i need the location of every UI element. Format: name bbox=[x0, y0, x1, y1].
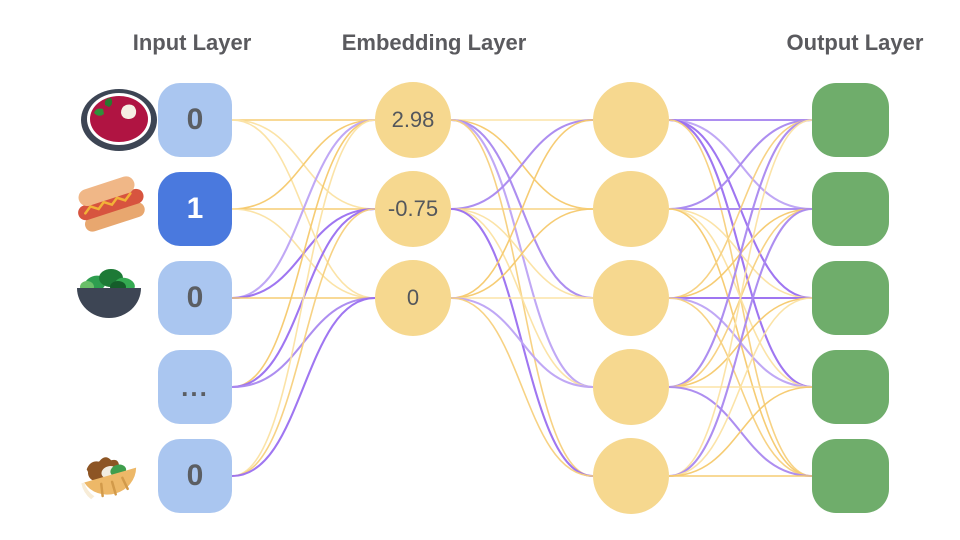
input-node-value: 0 bbox=[186, 103, 204, 136]
output-layer-title: Output Layer bbox=[786, 30, 924, 55]
edge bbox=[231, 296, 376, 478]
input-node-value: 0 bbox=[186, 281, 204, 314]
input-node-value: ... bbox=[181, 371, 209, 402]
edge bbox=[668, 297, 813, 477]
embedding-node: 2.98 bbox=[375, 82, 451, 158]
edge bbox=[231, 118, 376, 300]
edge bbox=[668, 118, 813, 211]
edge bbox=[231, 119, 376, 210]
edge bbox=[668, 119, 813, 299]
borscht-bowl-icon bbox=[81, 89, 157, 151]
hidden-node bbox=[593, 260, 669, 336]
input-node: 0 bbox=[158, 83, 232, 157]
output-node bbox=[812, 261, 889, 335]
edge bbox=[231, 208, 376, 477]
edge bbox=[450, 297, 594, 477]
hidden-node bbox=[593, 82, 669, 158]
embedding-node-value: 2.98 bbox=[391, 107, 435, 132]
input-node-active: 1 bbox=[158, 172, 232, 246]
edge bbox=[450, 296, 594, 389]
input-node-value: 0 bbox=[186, 459, 204, 492]
output-node bbox=[812, 439, 889, 513]
edge bbox=[231, 119, 376, 388]
embedding-node: 0 bbox=[375, 260, 451, 336]
input-node-value: 1 bbox=[186, 192, 204, 225]
embedding-node: -0.75 bbox=[375, 171, 451, 247]
edge bbox=[450, 119, 594, 299]
hot-dog-icon bbox=[78, 176, 145, 232]
edge bbox=[668, 119, 813, 477]
edge bbox=[231, 119, 376, 477]
embedding-node-value: -0.75 bbox=[387, 196, 439, 221]
stuffed-flatbread-icon bbox=[81, 457, 137, 500]
edge bbox=[668, 207, 813, 478]
input-node: 0 bbox=[158, 439, 232, 513]
hidden-node bbox=[593, 171, 669, 247]
output-node bbox=[812, 350, 889, 424]
embedding-node-value: 0 bbox=[406, 285, 420, 310]
edge bbox=[668, 386, 813, 477]
output-node bbox=[812, 83, 889, 157]
embedding-layer-title: Embedding Layer bbox=[341, 30, 527, 55]
hidden-node bbox=[593, 438, 669, 514]
salad-bowl-icon bbox=[77, 269, 141, 318]
hidden-node bbox=[593, 349, 669, 425]
input-layer-title: Input Layer bbox=[132, 30, 252, 55]
edge bbox=[668, 118, 813, 389]
edge bbox=[450, 118, 594, 211]
input-node: 0 bbox=[158, 261, 232, 335]
edge bbox=[450, 208, 594, 299]
output-node bbox=[812, 172, 889, 246]
input-node-ellipsis: ... bbox=[158, 350, 232, 424]
